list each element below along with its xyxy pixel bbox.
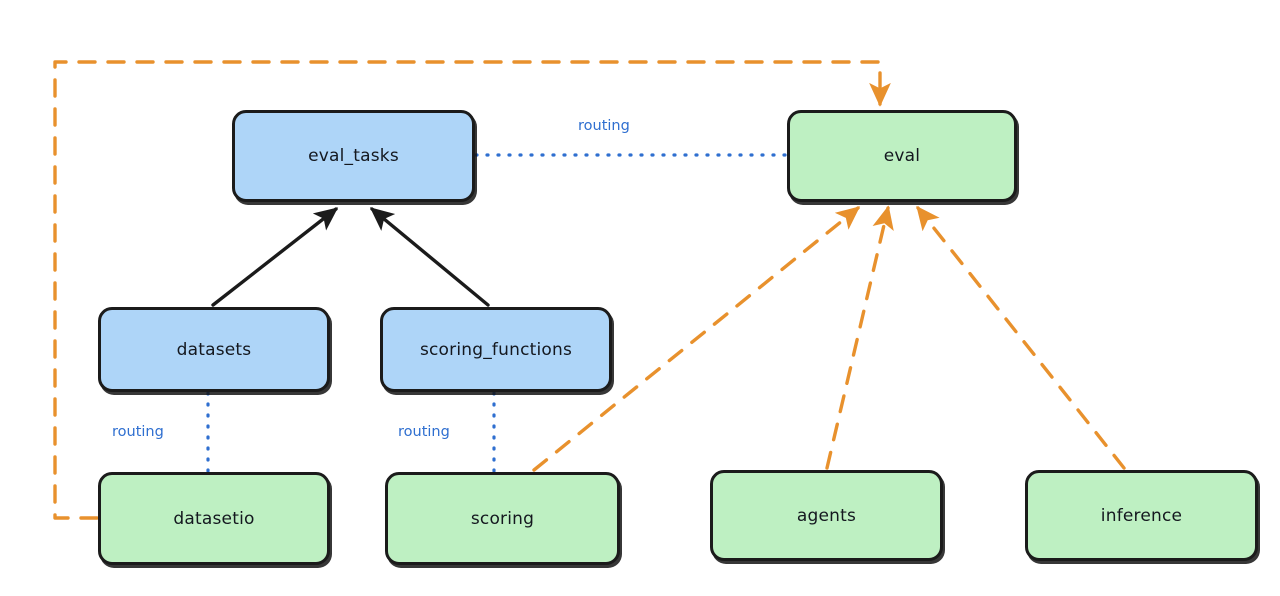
node-label-agents: agents	[796, 505, 857, 526]
node-label-datasets: datasets	[176, 339, 252, 360]
edge-agents-eval	[825, 205, 894, 470]
node-eval-tasks[interactable]: eval_tasks	[232, 110, 475, 202]
node-label-inference: inference	[1100, 505, 1183, 526]
edge-scoring-eval	[532, 206, 861, 472]
edge-label-routing-eval: routing	[578, 118, 630, 134]
edge-label-routing-scoring: routing	[398, 424, 450, 440]
node-datasets[interactable]: datasets	[98, 307, 330, 392]
node-label-scoring-functions: scoring_functions	[419, 339, 573, 360]
node-label-eval: eval	[883, 146, 921, 166]
node-label-datasetio: datasetio	[173, 508, 255, 529]
node-label-eval-tasks: eval_tasks	[308, 146, 399, 166]
node-agents[interactable]: agents	[710, 470, 943, 561]
edge-label-routing-datasets: routing	[112, 424, 164, 440]
node-eval[interactable]: eval	[787, 110, 1017, 202]
node-label-scoring: scoring	[470, 508, 535, 529]
edge-inference-eval	[916, 205, 1126, 470]
edge-datasetio-eval	[53, 60, 891, 520]
edge-scoring-functions-eval-tasks	[369, 207, 490, 307]
edge-datasets-eval-tasks	[211, 207, 339, 307]
node-scoring-functions[interactable]: scoring_functions	[380, 307, 612, 392]
node-datasetio[interactable]: datasetio	[98, 472, 330, 565]
node-scoring[interactable]: scoring	[385, 472, 620, 565]
node-inference[interactable]: inference	[1025, 470, 1258, 561]
